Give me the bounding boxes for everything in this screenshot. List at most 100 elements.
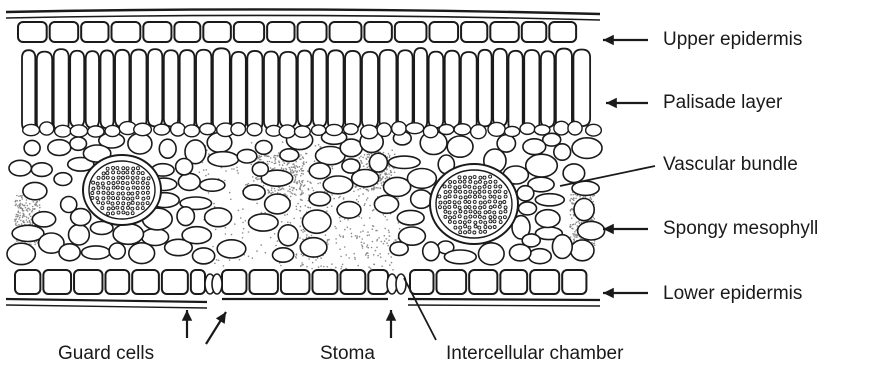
palisade-base-cell [312, 125, 326, 135]
stipple-dot [29, 203, 31, 205]
upper-epidermis-cell [111, 22, 140, 42]
stipple-dot [295, 168, 297, 170]
stipple-dot [291, 166, 293, 168]
stipple-dot [389, 166, 391, 168]
stipple-dot [570, 236, 572, 238]
palisade-cell [493, 49, 507, 127]
stipple-dot [388, 239, 390, 241]
spongy-cell [193, 248, 215, 264]
palisade-cell [362, 52, 378, 129]
spongy-cell [389, 156, 421, 168]
stipple-dot [263, 185, 265, 187]
stipple-dot [199, 172, 201, 174]
stipple-dot [331, 194, 333, 196]
stipple-dot [326, 266, 328, 268]
stipple-dot [574, 231, 576, 233]
palisade-cell [70, 51, 84, 127]
stipple-dot [361, 217, 363, 219]
spongy-cell [309, 163, 330, 179]
stipple-dot [261, 156, 263, 158]
stipple-dot [245, 220, 247, 222]
spongy-cell [109, 243, 125, 259]
palisade-cell [37, 52, 52, 132]
stipple-dot [575, 198, 577, 200]
stipple-dot [368, 156, 370, 158]
spongy-cell [535, 194, 564, 206]
lower-epidermis-cell [368, 270, 388, 294]
stipple-dot [22, 198, 24, 200]
palisade-base-cell [23, 124, 40, 135]
stipple-dot [315, 145, 317, 147]
spongy-cell [248, 214, 278, 231]
stipple-dot [312, 262, 314, 264]
lower-cuticle-line [6, 305, 207, 308]
stipple-dot [302, 231, 304, 233]
stipple-dot [590, 197, 592, 199]
stipple-dot [382, 176, 384, 178]
spongy-cell [48, 140, 71, 156]
stipple-dot [16, 214, 18, 216]
stipple-dot [22, 215, 24, 217]
palisade-cell [280, 52, 297, 128]
stipple-dot [380, 188, 382, 190]
palisade-cell [22, 50, 35, 131]
stipple-dot [391, 174, 393, 176]
stipple-dot [343, 198, 345, 200]
stipple-dot [27, 208, 29, 210]
spongy-cell [182, 227, 211, 244]
stipple-dot [367, 244, 369, 246]
stipple-dot [14, 220, 16, 222]
stipple-dot [296, 189, 298, 191]
stipple-dot [355, 186, 357, 188]
arrow-stoma-head [386, 310, 396, 321]
stipple-dot [302, 165, 304, 167]
stipple-dot [16, 195, 18, 197]
stipple-dot [19, 215, 21, 217]
stipple-dot [367, 235, 369, 237]
stipple-dot [380, 256, 382, 258]
palisade-cell [54, 49, 69, 131]
stipple-dot [270, 167, 272, 169]
stipple-dot [278, 189, 280, 191]
stipple-dot [370, 268, 372, 270]
stipple-dot [36, 202, 38, 204]
stipple-dot [302, 170, 304, 172]
upper-epidermis-cell [50, 22, 78, 42]
stipple-dot [308, 258, 310, 260]
stipple-dot [318, 144, 320, 146]
stipple-dot [214, 206, 216, 208]
stipple-dot [242, 208, 244, 210]
palisade-cell [429, 52, 444, 128]
stipple-dot [360, 231, 362, 233]
spongy-cell [177, 207, 194, 226]
spongy-cell [7, 243, 35, 264]
stipple-dot [17, 200, 19, 202]
stipple-dot [292, 169, 294, 171]
spongy-cell [571, 240, 594, 261]
stipple-dot [320, 265, 322, 267]
stipple-dot [242, 237, 244, 239]
spongy-cell [444, 250, 476, 264]
stipple-dot [317, 183, 319, 185]
stipple-dot [361, 244, 363, 246]
stipple-dot [24, 216, 26, 218]
palisade-base-cell [392, 122, 407, 136]
stipple-dot [23, 220, 25, 222]
stipple-dot [294, 175, 296, 177]
spongy-cell [526, 154, 558, 177]
stipple-dot [377, 187, 379, 189]
palisade-cell [313, 49, 327, 127]
spongy-cell [273, 248, 294, 262]
stipple-dot [386, 176, 388, 178]
stipple-dot [282, 141, 284, 143]
stipple-dot [279, 164, 281, 166]
stipple-dot [236, 167, 238, 169]
stipple-dot [284, 214, 286, 216]
stipple-dot [283, 188, 285, 190]
stipple-dot [296, 170, 298, 172]
stipple-dot [290, 196, 292, 198]
stipple-dot [383, 214, 385, 216]
stipple-dot [376, 230, 378, 232]
stipple-dot [253, 180, 255, 182]
stipple-dot [34, 244, 36, 246]
